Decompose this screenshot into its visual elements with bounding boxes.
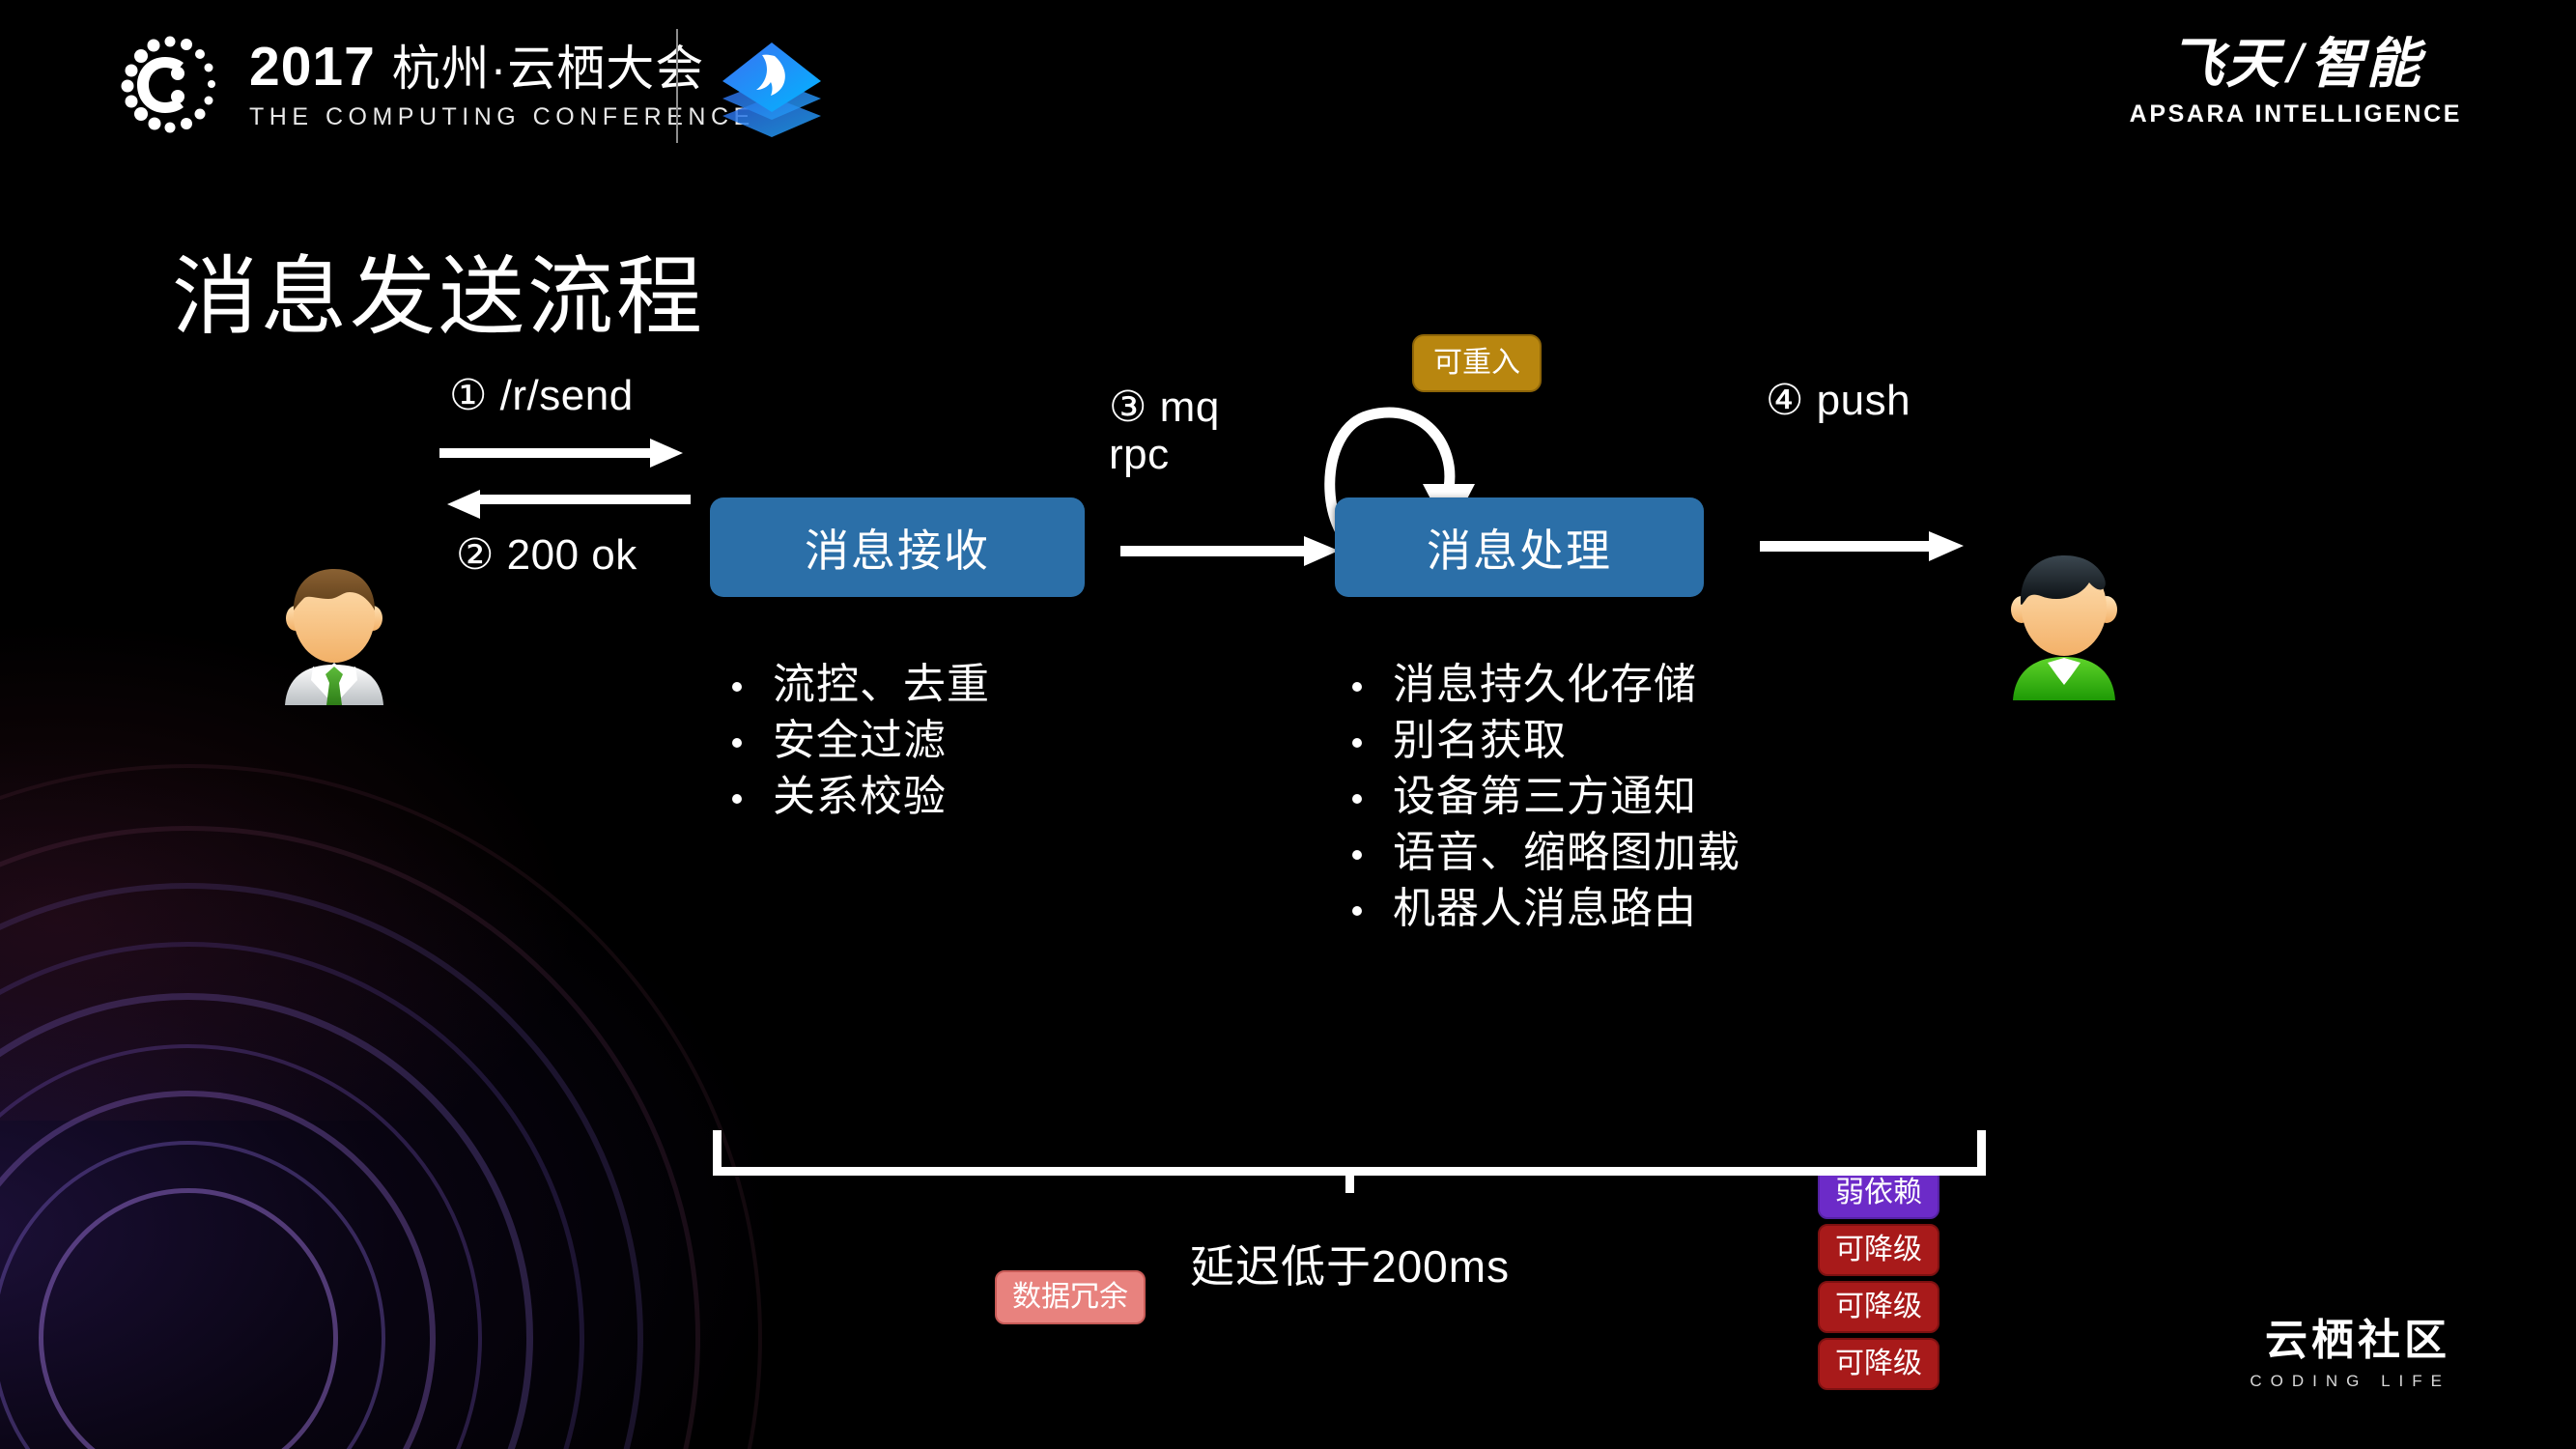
apsara-intelligence-logo: 飞天/智能 APSARA INTELLIGENCE: [2130, 37, 2462, 128]
list-item-text: 消息持久化存储: [1393, 661, 1697, 708]
arrow-receive-to-process: [1120, 531, 1343, 575]
user-avatar-sender: [275, 560, 393, 705]
list-item-text: 设备第三方通知: [1393, 773, 1697, 820]
list-item: 设备第三方通知: [1335, 769, 1741, 825]
badge-data-redundancy: 数据冗余: [995, 1270, 1146, 1324]
apsara-cn-left: 飞天: [2169, 33, 2282, 94]
node-message-process[interactable]: 消息处理: [1335, 497, 1704, 597]
node-receive-label: 消息接收: [805, 525, 990, 576]
badge-degradable-1: 可降级: [1818, 1224, 1939, 1276]
step-label-3-line2: rpc: [1109, 431, 1170, 479]
step-label-4: ④ push: [1766, 377, 1911, 424]
badge-degradable-3: 可降级: [1818, 1338, 1939, 1390]
list-item-text: 安全过滤: [773, 717, 947, 764]
badge-degradable-1-label: 可降级: [1835, 1234, 1922, 1265]
latency-bracket: [713, 1130, 1986, 1203]
message-flow-diagram: ① /r/send ② 200 ok 消息接收 ③ mq rpc: [0, 334, 2576, 1390]
conference-logo-text: 2017 杭州·云栖大会 THE COMPUTING CONFERENCE: [249, 35, 755, 132]
step-label-2: ② 200 ok: [456, 531, 637, 579]
step-label-3-line1: ③ mq: [1109, 384, 1220, 431]
list-item: 语音、缩略图加载: [1335, 825, 1741, 881]
header-divider: [676, 29, 678, 143]
badge-data-redundancy-label: 数据冗余: [1012, 1281, 1128, 1313]
page-title: 消息发送流程: [172, 248, 705, 345]
conference-subtitle: THE COMPUTING CONFERENCE: [249, 103, 755, 131]
list-item-text: 别名获取: [1393, 717, 1567, 764]
list-item: 流控、去重: [715, 657, 990, 713]
apsara-logo-cn: 飞天/智能: [2130, 37, 2462, 91]
list-item-text: 语音、缩略图加载: [1393, 829, 1741, 876]
apsara-logo-en: APSARA INTELLIGENCE: [2129, 100, 2462, 128]
list-item: 机器人消息路由: [1335, 881, 1741, 937]
yunqi-logo-en: CODING LIFE: [2250, 1372, 2450, 1390]
node-process-label: 消息处理: [1427, 525, 1612, 576]
step-label-3: ③ mq rpc: [1109, 384, 1220, 479]
step-label-1: ① /r/send: [449, 372, 634, 419]
list-item-text: 关系校验: [773, 773, 947, 820]
arrow-push-to-receiver: [1760, 526, 1967, 570]
badge-weak-dependency-label: 弱依赖: [1835, 1177, 1922, 1208]
list-item: 安全过滤: [715, 713, 990, 769]
list-item-text: 机器人消息路由: [1393, 885, 1697, 932]
apsara-cn-right: 智能: [2309, 33, 2422, 94]
latency-label: 延迟低于200ms: [1190, 1241, 1511, 1292]
conference-title-line: 2017 杭州·云栖大会: [249, 35, 755, 98]
slide-header: 2017 杭州·云栖大会 THE COMPUTING CONFERENCE: [0, 0, 2576, 174]
list-item: 关系校验: [715, 769, 990, 825]
conference-city: 杭州·云栖大会: [391, 41, 705, 96]
yunqi-logo-cn: 云栖社区: [2265, 1317, 2450, 1364]
list-item: 消息持久化存储: [1335, 657, 1741, 713]
badge-reentrant: 可重入: [1412, 334, 1542, 392]
apsara-separator: /: [2287, 33, 2305, 94]
user-avatar-receiver: [2001, 546, 2127, 700]
yunqi-community-logo: 云栖社区 CODING LIFE: [2250, 1320, 2450, 1391]
badge-degradable-3-label: 可降级: [1835, 1348, 1922, 1379]
list-item: 别名获取: [1335, 713, 1741, 769]
badge-degradable-2: 可降级: [1818, 1281, 1939, 1333]
process-feature-list: 消息持久化存储 别名获取 设备第三方通知 语音、缩略图加载 机器人消息路由: [1335, 657, 1741, 937]
computing-conference-dots-icon: [116, 31, 224, 139]
badge-degradable-2-label: 可降级: [1835, 1291, 1922, 1322]
list-item-text: 流控、去重: [773, 661, 990, 708]
request-response-arrows: [439, 435, 691, 531]
node-message-receive[interactable]: 消息接收: [710, 497, 1085, 597]
conference-logo: 2017 杭州·云栖大会 THE COMPUTING CONFERENCE: [116, 31, 755, 139]
badge-reentrant-label: 可重入: [1433, 347, 1520, 379]
conference-year: 2017: [249, 35, 376, 98]
receive-feature-list: 流控、去重 安全过滤 关系校验: [715, 657, 990, 825]
dingtalk-stacked-diamond-icon: [715, 37, 829, 143]
yunqi-logo-row: 云栖社区: [2250, 1320, 2450, 1362]
